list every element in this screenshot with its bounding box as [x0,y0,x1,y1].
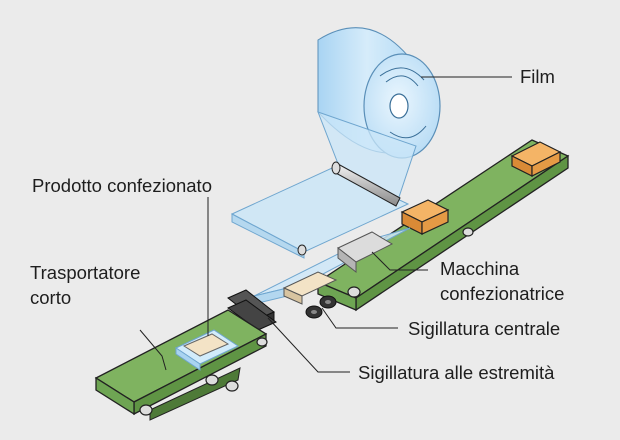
finished-package [174,329,240,371]
center-seal-label: Sigillatura centrale [408,318,561,339]
product-box [510,141,562,177]
end-seal-label: Sigillatura alle estremità [358,362,555,383]
film-label: Film [520,66,555,87]
machine-label-line2: confezionatrice [440,283,565,304]
machine-label-line1: Macchina [440,258,520,279]
film-roller [297,244,307,256]
product-in-tube [282,271,338,305]
film-roller [331,161,401,207]
conveyor-wheel [347,227,474,298]
short-conveyor-label-line1: Trasportatore [30,262,141,283]
product-box [400,199,450,235]
leader-lines [139,76,512,373]
conveyor-wheel [139,337,268,416]
short-conveyor-label-line2: corto [30,287,72,308]
short-conveyor [94,309,268,421]
center-seal-rollers [305,295,337,319]
product-label: Prodotto confezionato [32,175,212,196]
